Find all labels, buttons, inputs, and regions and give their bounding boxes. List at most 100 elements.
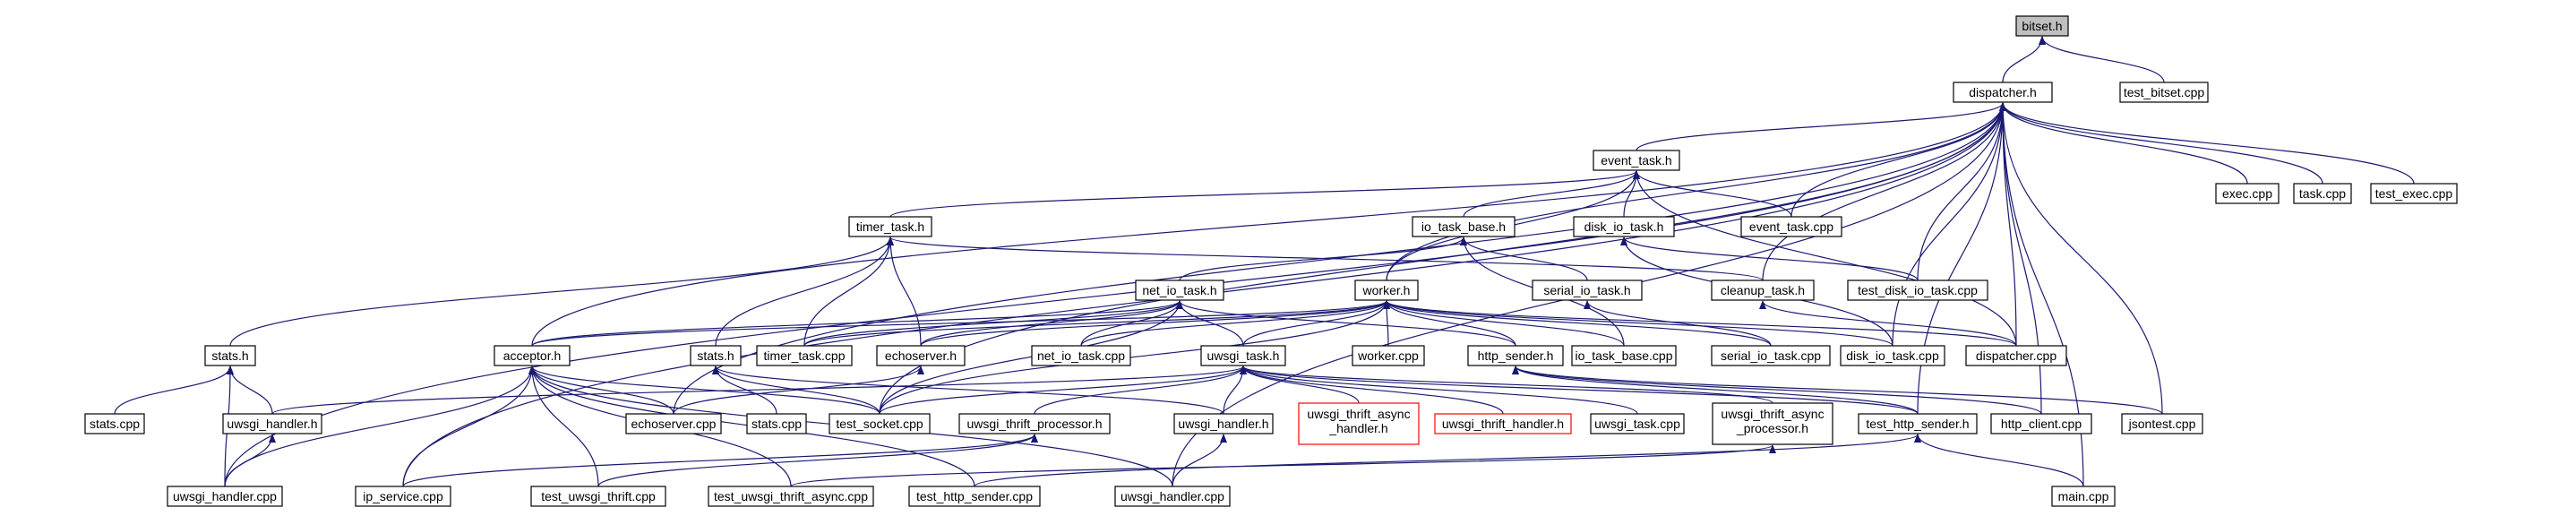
node-stats-h-1[interactable]: stats.h bbox=[204, 345, 256, 366]
node-label: serial_io_task.h bbox=[1543, 283, 1630, 297]
node-label: ip_service.cpp bbox=[363, 489, 443, 503]
node-jsontest-cpp[interactable]: jsontest.cpp bbox=[2121, 413, 2203, 434]
node-bitset-h[interactable]: bitset.h bbox=[2015, 15, 2069, 37]
node-timer-task-cpp[interactable]: timer_task.cpp bbox=[756, 345, 853, 366]
node-cleanup-task-h[interactable]: cleanup_task.h bbox=[1711, 280, 1815, 301]
node-box bbox=[1352, 345, 1425, 366]
node-stats-cpp-2[interactable]: stats.cpp bbox=[746, 413, 807, 434]
node-echoserver-h[interactable]: echoserver.h bbox=[876, 345, 966, 366]
node-serial-io-task-cpp[interactable]: serial_io_task.cpp bbox=[1711, 345, 1831, 366]
node-box bbox=[1840, 345, 1945, 366]
edge-serial_io_task_cpp-to-serial_io_task_h bbox=[1584, 300, 1772, 347]
edge-net_io_task_cpp-to-worker_h bbox=[1080, 300, 1390, 347]
node-label: jsontest.cpp bbox=[2128, 417, 2196, 431]
edge-stats_h_2-to-timer_task_h bbox=[715, 236, 894, 347]
node-io-task-base-cpp[interactable]: io_task_base.cpp bbox=[1571, 345, 1677, 366]
node-http-client-cpp[interactable]: http_client.cpp bbox=[1990, 413, 2092, 434]
node-timer-task-h[interactable]: timer_task.h bbox=[848, 216, 932, 237]
node-http-sender-h[interactable]: http_sender.h bbox=[1467, 345, 1564, 366]
edge-uwsgi_thrift_handler_h-to-uwsgi_task_h bbox=[1240, 366, 1504, 415]
node-uwsgi-handler-h-1[interactable]: uwsgi_handler.h bbox=[222, 413, 322, 434]
edge-dispatcher_h-to-bitset_h bbox=[2002, 36, 2046, 83]
node-test-exec-cpp[interactable]: test_exec.cpp bbox=[2370, 183, 2458, 204]
node-serial-io-task-h[interactable]: serial_io_task.h bbox=[1532, 280, 1643, 301]
edge-dispatcher_cpp-to-cleanup_task_h bbox=[1759, 300, 2017, 347]
edge-uwsgi_handler_h_2-to-stats_h_2 bbox=[712, 366, 1224, 415]
edge-acceptor_h-to-worker_h bbox=[531, 300, 1390, 347]
node-net-io-task-cpp[interactable]: net_io_task.cpp bbox=[1031, 345, 1131, 366]
edge-timer_task_h-to-event_task_h bbox=[889, 170, 1640, 218]
node-label: test_uwsgi_thrift_async.cpp bbox=[714, 489, 868, 503]
node-dispatcher-h[interactable]: dispatcher.h bbox=[1953, 82, 2053, 103]
node-box bbox=[1953, 82, 2053, 103]
edge-test_socket_cpp-to-acceptor_h bbox=[528, 366, 880, 415]
edge-main_cpp-to-test_http_sender_h bbox=[1914, 434, 2084, 487]
node-worker-h[interactable]: worker.h bbox=[1354, 280, 1419, 301]
node-stats-cpp-1[interactable]: stats.cpp bbox=[84, 413, 145, 434]
node-label: test_socket.cpp bbox=[836, 417, 923, 431]
node-task-cpp[interactable]: task.cpp bbox=[2293, 183, 2352, 204]
edge-test_disk_io_task_cpp-to-disk_io_task_h bbox=[1620, 236, 1919, 281]
node-disk-io-task-cpp[interactable]: disk_io_task.cpp bbox=[1840, 345, 1945, 366]
node-test-disk-io-task-cpp[interactable]: test_disk_io_task.cpp bbox=[1847, 280, 1988, 301]
node-disk-io-task-h[interactable]: disk_io_task.h bbox=[1573, 216, 1675, 237]
node-uwsgi-task-h[interactable]: uwsgi_task.h bbox=[1200, 345, 1286, 366]
node-label: disk_io_task.h bbox=[1584, 219, 1664, 234]
node-box bbox=[1711, 345, 1831, 366]
node-test-http-sender-cpp[interactable]: test_http_sender.cpp bbox=[908, 486, 1041, 507]
node-label: http_sender.h bbox=[1478, 348, 1554, 363]
node-box bbox=[1467, 345, 1564, 366]
node-box bbox=[1434, 413, 1572, 434]
node-uwsgi-thrift-async-handler-h[interactable]: uwsgi_thrift_async_handler.h bbox=[1298, 402, 1420, 445]
node-io-task-base-h[interactable]: io_task_base.h bbox=[1412, 216, 1516, 237]
node-ip-service-cpp[interactable]: ip_service.cpp bbox=[355, 486, 451, 507]
node-box bbox=[1593, 150, 1680, 171]
edge-serial_io_task_cpp-to-worker_h bbox=[1383, 300, 1772, 347]
node-box bbox=[1847, 280, 1988, 301]
node-test-bitset-cpp[interactable]: test_bitset.cpp bbox=[2119, 82, 2209, 103]
node-uwsgi-thrift-async-processor-h[interactable]: uwsgi_thrift_async_processor.h bbox=[1712, 402, 1833, 445]
node-box bbox=[690, 345, 742, 366]
node-test-http-sender-h[interactable]: test_http_sender.h bbox=[1858, 413, 1978, 434]
node-uwsgi-handler-cpp-2[interactable]: uwsgi_handler.cpp bbox=[1114, 486, 1231, 507]
node-box bbox=[1858, 413, 1978, 434]
node-uwsgi-handler-cpp-1[interactable]: uwsgi_handler.cpp bbox=[167, 486, 283, 507]
node-uwsgi-handler-h-2[interactable]: uwsgi_handler.h bbox=[1173, 413, 1274, 434]
node-main-cpp[interactable]: main.cpp bbox=[2051, 486, 2116, 507]
node-box bbox=[848, 216, 932, 237]
node-label: stats.cpp bbox=[751, 417, 802, 431]
node-test-uwsgi-thrift-cpp[interactable]: test_uwsgi_thrift.cpp bbox=[530, 486, 666, 507]
node-box bbox=[1135, 280, 1224, 301]
node-dispatcher-cpp[interactable]: dispatcher.cpp bbox=[1965, 345, 2067, 366]
edge-event_task_h-to-dispatcher_h bbox=[1636, 102, 2006, 151]
node-uwsgi-thrift-handler-h[interactable]: uwsgi_thrift_handler.h bbox=[1434, 413, 1572, 434]
node-uwsgi-thrift-processor-h[interactable]: uwsgi_thrift_processor.h bbox=[958, 413, 1111, 434]
edge-uwsgi_handler_h_1-to-uwsgi_task_h bbox=[271, 366, 1247, 415]
node-label: test_uwsgi_thrift.cpp bbox=[541, 489, 656, 503]
node-label: bitset.h bbox=[2022, 19, 2062, 33]
node-echoserver-cpp[interactable]: echoserver.cpp bbox=[625, 413, 722, 434]
node-box bbox=[876, 345, 966, 366]
edge-uwsgi_handler_h_2-to-uwsgi_task_h bbox=[1223, 366, 1247, 415]
edge-disk_io_task_cpp-to-dispatcher_h bbox=[1892, 102, 2006, 347]
node-exec-cpp[interactable]: exec.cpp bbox=[2215, 183, 2280, 204]
node-event-task-h[interactable]: event_task.h bbox=[1593, 150, 1680, 171]
node-net-io-task-h[interactable]: net_io_task.h bbox=[1135, 280, 1224, 301]
node-label: disk_io_task.cpp bbox=[1846, 348, 1939, 363]
node-label: uwsgi_thrift_processor.h bbox=[967, 417, 1103, 431]
edge-io_task_base_cpp-to-worker_h bbox=[1383, 300, 1625, 347]
edge-echoserver_h-to-timer_task_h bbox=[887, 236, 922, 347]
node-stats-h-2[interactable]: stats.h bbox=[690, 345, 742, 366]
node-event-task-cpp[interactable]: event_task.cpp bbox=[1740, 216, 1842, 237]
edge-test_uwsgi_thrift_cpp-to-acceptor_h bbox=[528, 366, 599, 487]
node-test-socket-cpp[interactable]: test_socket.cpp bbox=[829, 413, 931, 434]
node-worker-cpp[interactable]: worker.cpp bbox=[1352, 345, 1425, 366]
edge-uwsgi_thrift_processor_h-to-uwsgi_task_h bbox=[1034, 366, 1247, 415]
node-acceptor-h[interactable]: acceptor.h bbox=[494, 345, 571, 366]
edge-disk_io_task_cpp-to-worker_h bbox=[1383, 300, 1893, 347]
node-test-uwsgi-thrift-async-cpp[interactable]: test_uwsgi_thrift_async.cpp bbox=[708, 486, 874, 507]
node-uwsgi-task-cpp[interactable]: uwsgi_task.cpp bbox=[1590, 413, 1685, 434]
edge-http_sender_h-to-net_io_task_h bbox=[1176, 300, 1516, 347]
node-box bbox=[84, 413, 145, 434]
